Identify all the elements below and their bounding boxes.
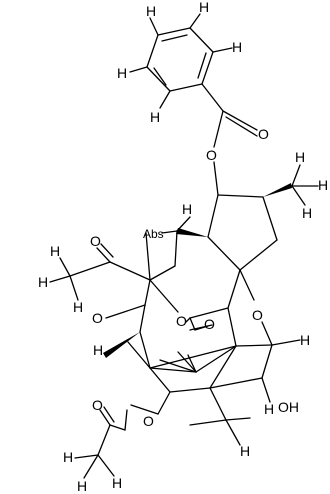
ether-bridge <box>235 269 301 347</box>
atom-h: H <box>93 342 103 358</box>
atom-h: H <box>232 39 242 55</box>
atom-h: H <box>302 205 312 221</box>
abs-stereo-label: Abs <box>143 227 164 241</box>
atom-o: O <box>92 310 103 326</box>
lactone-ring <box>149 269 241 347</box>
central-ring <box>127 331 273 446</box>
cyclopentane-ring <box>207 164 319 271</box>
upper-left-ring <box>145 216 208 281</box>
atom-o: O <box>90 233 101 249</box>
atom-h: H <box>38 274 48 290</box>
atom-h: H <box>199 0 209 15</box>
atom-h: H <box>300 332 310 348</box>
atom-o: O <box>252 307 263 323</box>
atom-h: H <box>63 449 73 465</box>
benzene-ring <box>129 13 233 109</box>
acetate-group-lower <box>74 404 159 479</box>
atom-h: H <box>240 443 250 459</box>
atom-oh: OH <box>278 399 299 415</box>
atom-h: H <box>112 475 122 491</box>
atom-o: O <box>258 126 269 142</box>
atom-o: O <box>92 397 103 413</box>
atom-h: H <box>295 149 305 165</box>
atom-h: H <box>117 65 127 81</box>
atom-h: H <box>73 299 83 315</box>
atom-o: O <box>204 316 215 332</box>
atom-o: O <box>143 413 154 429</box>
atom-o: O <box>206 147 217 163</box>
atom-o: O <box>176 313 187 329</box>
acetate-group-left <box>49 243 151 358</box>
atom-h: H <box>182 201 192 217</box>
benzoate-group <box>201 83 258 196</box>
atom-h: H <box>146 3 156 19</box>
atom-h: H <box>50 243 60 259</box>
atom-h: H <box>77 478 87 494</box>
atom-h: H <box>150 109 160 125</box>
atom-h: H <box>318 177 328 193</box>
atom-h: H <box>264 401 274 417</box>
